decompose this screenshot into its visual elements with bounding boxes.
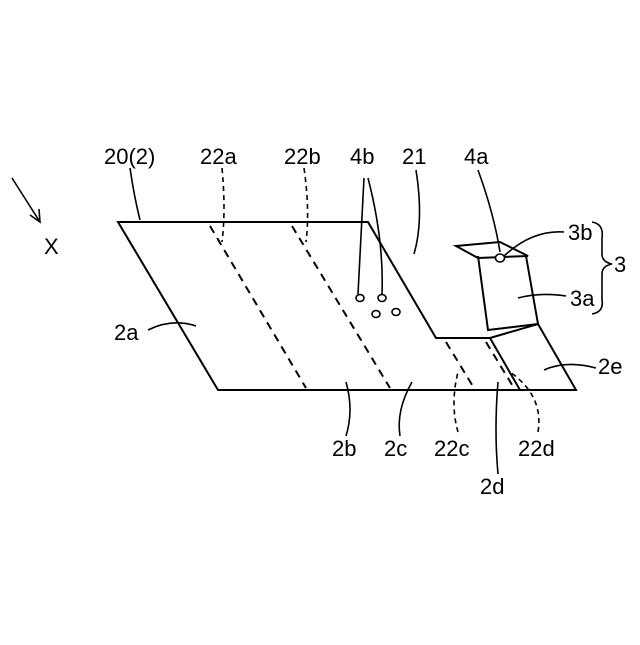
label-4b: 4b bbox=[350, 144, 374, 169]
label-3: 3 bbox=[614, 252, 626, 277]
hole-4b-3 bbox=[372, 311, 380, 318]
label-22c: 22c bbox=[434, 436, 469, 461]
hole-4b-2 bbox=[378, 295, 386, 302]
leader-2a bbox=[148, 323, 196, 330]
leader-3b bbox=[504, 232, 564, 256]
fold-line-22a bbox=[210, 226, 306, 388]
direction-arrow bbox=[12, 178, 40, 222]
leader-3a bbox=[518, 294, 566, 298]
part-3b-outline bbox=[456, 242, 528, 258]
label-3b: 3b bbox=[568, 220, 592, 245]
leader-4b-1 bbox=[358, 178, 364, 294]
label-2d: 2d bbox=[480, 474, 504, 499]
leader-4a bbox=[478, 170, 500, 252]
label-2b: 2b bbox=[332, 436, 356, 461]
label-22d: 22d bbox=[518, 436, 555, 461]
fold-line-22d bbox=[486, 342, 514, 388]
leader-2d bbox=[496, 382, 498, 474]
leader-22b bbox=[304, 168, 308, 242]
label-4a: 4a bbox=[464, 144, 489, 169]
fold-line-22c bbox=[446, 342, 474, 388]
hole-4a bbox=[496, 254, 505, 262]
label-direction: X bbox=[44, 234, 59, 259]
label-2c: 2c bbox=[384, 436, 407, 461]
label-sheet: 20(2) bbox=[104, 144, 155, 169]
leader-sheet bbox=[130, 168, 140, 220]
label-22b: 22b bbox=[284, 144, 321, 169]
label-22a: 22a bbox=[200, 144, 237, 169]
label-2e: 2e bbox=[598, 354, 622, 379]
hole-4b-4 bbox=[392, 309, 400, 316]
leader-22a bbox=[222, 168, 224, 242]
label-3a: 3a bbox=[570, 286, 595, 311]
flap-2e-outline bbox=[490, 324, 576, 390]
fold-line-22b bbox=[292, 226, 390, 388]
leader-22c bbox=[454, 372, 458, 432]
part-3a-outline bbox=[478, 256, 538, 330]
leader-21 bbox=[414, 170, 420, 254]
leader-2e bbox=[544, 364, 596, 370]
brace-3 bbox=[592, 222, 612, 314]
hole-4b-1 bbox=[356, 295, 364, 302]
label-2a: 2a bbox=[114, 320, 139, 345]
label-21: 21 bbox=[402, 144, 426, 169]
